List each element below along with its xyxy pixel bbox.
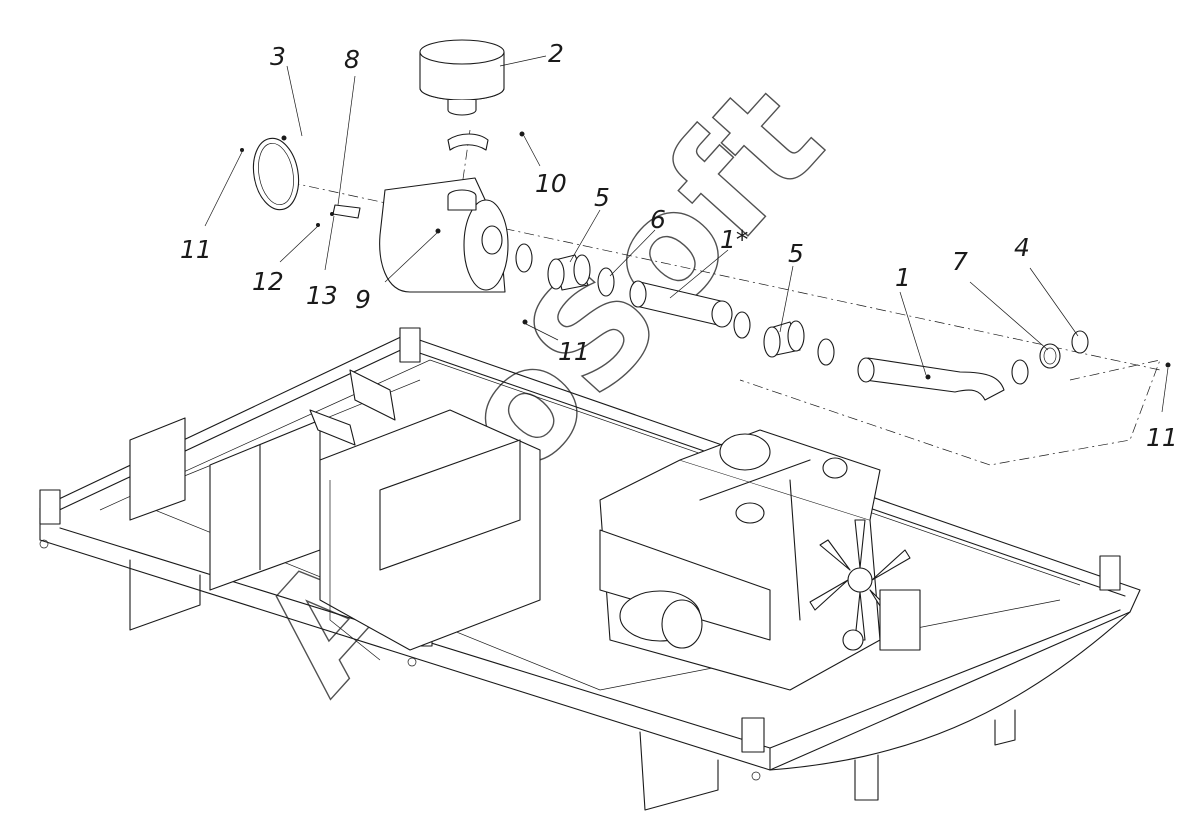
pipe-adapter <box>1039 343 1061 369</box>
callout-11b: 11 <box>558 337 590 366</box>
intake-pipe-straight <box>629 280 733 328</box>
callout-10: 10 <box>535 169 567 198</box>
callout-4: 4 <box>1014 233 1030 262</box>
intake-pipe-bent <box>857 357 1005 401</box>
callout-11a: 11 <box>180 235 212 264</box>
hose-clamp-a <box>515 243 533 273</box>
hose-clamp-d <box>817 338 835 366</box>
hose-clamp-f <box>1071 330 1089 354</box>
hose-clamp-e <box>1011 359 1029 385</box>
band-clamp <box>240 135 300 211</box>
rubber-sleeve-a <box>547 254 591 291</box>
air-filter-body <box>379 177 509 293</box>
callout-3: 3 <box>270 42 286 71</box>
fan <box>809 519 911 641</box>
callout-1: 1 <box>895 263 911 292</box>
tank-compartment <box>129 369 541 661</box>
callout-12: 12 <box>252 267 284 296</box>
intake-parts <box>240 39 1171 401</box>
callout-8: 8 <box>344 45 360 74</box>
callout-11c: 11 <box>1146 423 1178 452</box>
callout-13: 13 <box>306 281 338 310</box>
engine <box>599 429 921 691</box>
callout-1star: 1* <box>720 225 748 254</box>
hose-clamp-b <box>597 267 615 297</box>
cap-clamp <box>447 133 489 151</box>
rubber-sleeve-b <box>763 320 805 358</box>
callout-6: 6 <box>650 205 666 234</box>
callout-5a: 5 <box>594 183 610 212</box>
bracket <box>332 204 361 219</box>
callout-5b: 5 <box>788 239 804 268</box>
hose-clamp-c <box>733 311 751 339</box>
callouts: 2 3 8 10 11 12 13 9 5 6 1* 5 11 1 7 4 11 <box>180 39 1178 452</box>
callout-9: 9 <box>355 285 371 314</box>
leader-lines <box>204 55 1169 413</box>
assembly-axis <box>269 129 1161 466</box>
callout-7: 7 <box>952 247 968 276</box>
air-filter-cap <box>419 39 505 116</box>
callout-2: 2 <box>548 39 564 68</box>
